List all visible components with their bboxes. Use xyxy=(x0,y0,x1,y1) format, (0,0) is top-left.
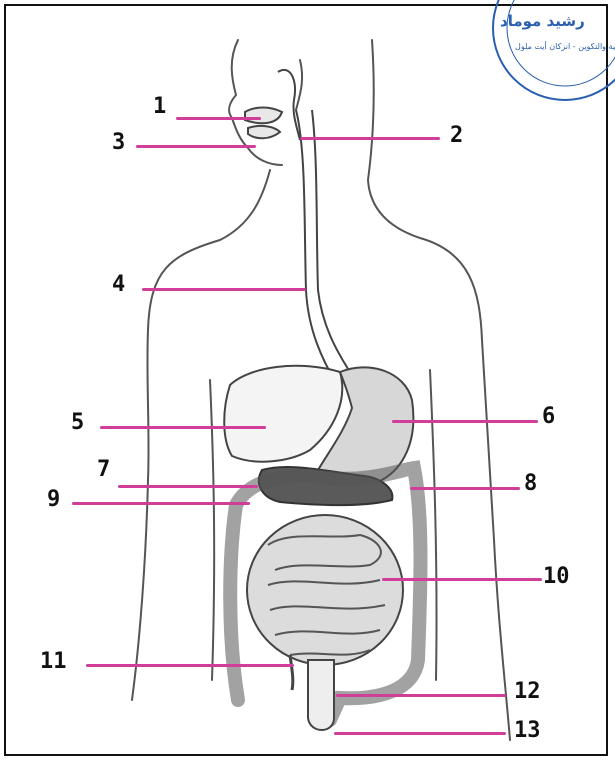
label-8: 8 xyxy=(524,472,537,496)
leader-line-10 xyxy=(382,578,542,581)
label-4: 4 xyxy=(112,273,125,297)
leader-line-12 xyxy=(336,694,506,697)
label-12: 12 xyxy=(514,680,541,704)
label-6: 6 xyxy=(542,405,555,429)
stamp-name: رشيد موماد xyxy=(500,12,585,30)
leader-line-8 xyxy=(410,487,520,490)
leader-line-4 xyxy=(142,288,306,291)
mouth-region xyxy=(245,70,300,140)
label-3: 3 xyxy=(112,131,125,155)
leader-line-11 xyxy=(86,664,294,667)
leader-line-7 xyxy=(118,485,258,488)
label-5: 5 xyxy=(71,411,84,435)
leader-line-13 xyxy=(334,732,506,735)
leader-line-5 xyxy=(100,426,266,429)
stamp-subtitle: التربية والتكوين - انزكان أيت ملول xyxy=(515,42,615,51)
label-2: 2 xyxy=(450,124,463,148)
appendix xyxy=(290,655,293,690)
label-10: 10 xyxy=(543,565,570,589)
label-11: 11 xyxy=(40,650,67,674)
label-1: 1 xyxy=(153,95,166,119)
label-13: 13 xyxy=(514,719,541,743)
liver xyxy=(224,366,342,462)
leader-line-2 xyxy=(300,137,440,140)
label-9: 9 xyxy=(47,488,60,512)
rectum xyxy=(308,660,334,730)
small-intestine xyxy=(247,515,403,665)
label-7: 7 xyxy=(97,458,110,482)
leader-line-3 xyxy=(136,145,256,148)
leader-line-9 xyxy=(72,502,250,505)
leader-line-6 xyxy=(392,420,538,423)
esophagus xyxy=(296,110,350,390)
leader-line-1 xyxy=(176,117,261,120)
